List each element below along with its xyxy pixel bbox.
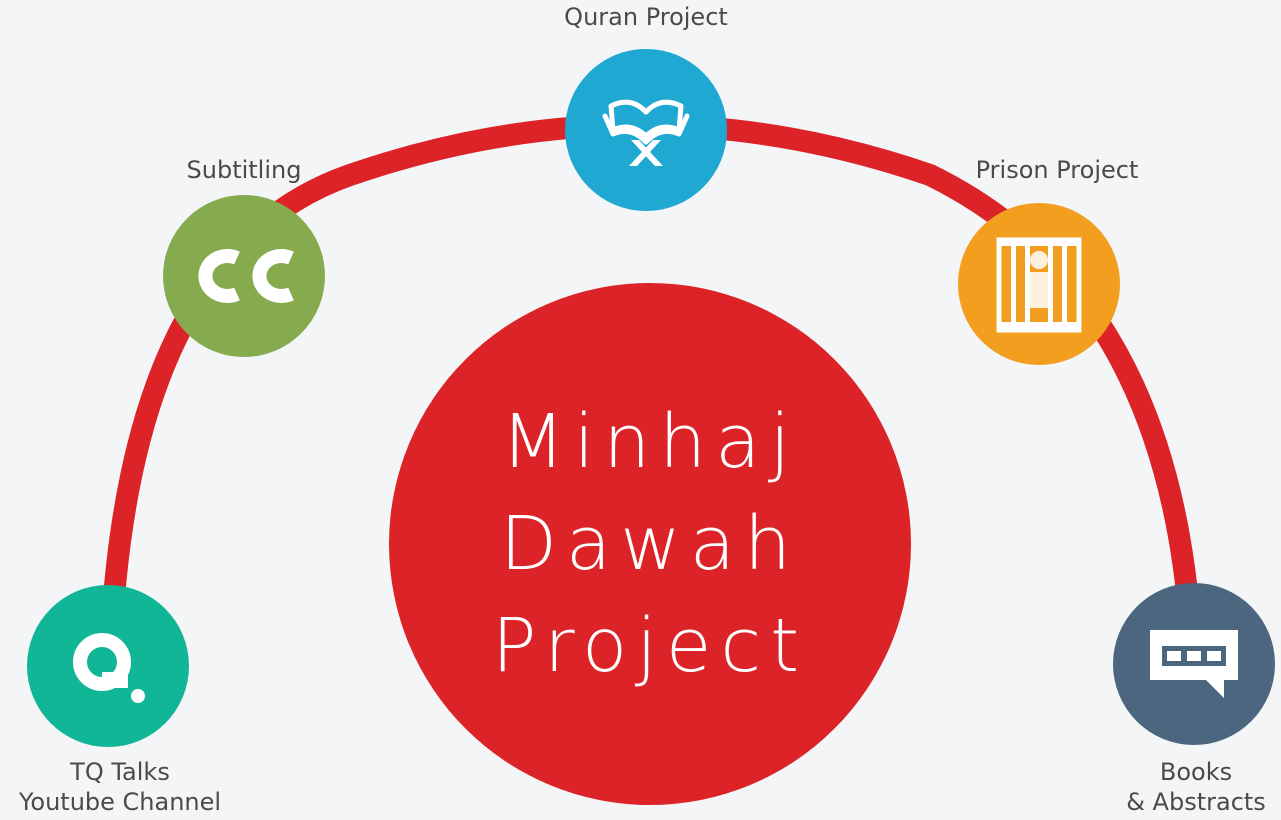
label-line: Subtitling [186,156,302,184]
center-circle: Minhaj Dawah Project [389,283,911,805]
closed-caption-icon [198,249,294,303]
center-title-line-1: Minhaj [500,399,800,485]
books-abstracts-label: Books & Abstracts [1070,757,1281,817]
tq-talks-label: TQ Talks Youtube Channel [0,757,246,817]
label-line: Books [1159,758,1233,786]
books-abstracts-node[interactable] [1113,583,1275,745]
label-line: & Abstracts [1126,788,1266,816]
label-line: Prison Project [975,156,1139,184]
prison-bars-icon [996,237,1082,333]
center-title-line-2: Dawah [499,501,801,587]
center-title-line-3: Project [491,603,809,689]
label-line: TQ Talks [70,758,170,786]
subtitling-label: Subtitling [118,155,370,185]
quran-book-icon [602,99,690,166]
label-line: Quran Project [564,3,728,31]
prison-project-label: Prison Project [931,155,1183,185]
prison-project-node[interactable] [958,203,1120,365]
label-line: Youtube Channel [18,788,222,816]
tq-talks-node[interactable] [27,585,189,747]
tq-talks-logo-icon [73,633,145,703]
quran-project-label: Quran Project [520,2,772,32]
subtitling-node[interactable] [163,195,325,357]
quran-project-node[interactable] [565,49,727,211]
speech-bubble-icon [1150,630,1238,698]
